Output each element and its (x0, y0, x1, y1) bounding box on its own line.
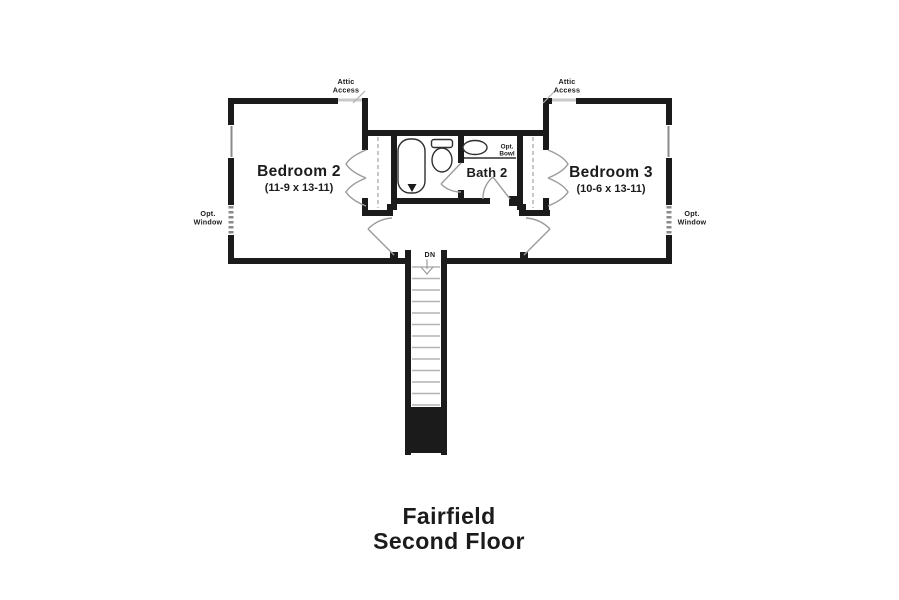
wall-segment (521, 210, 550, 216)
wall-segment (519, 204, 526, 216)
wall-segment (666, 158, 672, 205)
wall-segment (228, 258, 411, 264)
attic-access-label: Attic (559, 77, 576, 86)
room-name-bath2: Bath 2 (467, 165, 508, 180)
door-swing-icon (482, 176, 494, 200)
bathtub-icon (397, 138, 426, 194)
wall-segment (362, 130, 549, 136)
attic-access-label: Access (333, 86, 359, 95)
wall-segment (458, 190, 464, 204)
plan-title-line2: Second Floor (373, 528, 525, 554)
attic-opening-icon (338, 98, 362, 102)
wall-segment (543, 98, 552, 104)
attic-ticks (352, 90, 556, 104)
room-dims-bedroom2: (11-9 x 13-11) (265, 182, 334, 194)
stairs-dn-label: DN (424, 252, 435, 259)
attic-tick-icon (542, 90, 556, 104)
wall-segment (441, 258, 672, 264)
attic-opening-icon (552, 98, 576, 102)
stair-treads (412, 266, 440, 406)
door-swing-icon (367, 217, 393, 230)
wall-segment (666, 98, 672, 125)
wall-segment (362, 98, 368, 150)
doors (345, 149, 569, 256)
door-swing-icon (525, 217, 551, 230)
tub-drain-icon (407, 184, 417, 192)
wall-segment (458, 130, 464, 163)
room-dims-bedroom3: (10-6 x 13-11) (576, 183, 645, 195)
wall-segment (666, 235, 672, 264)
stair-landing (405, 407, 447, 453)
door-leaf (440, 162, 462, 185)
opt-bowl-label: Opt. (501, 144, 514, 151)
wall-segment (228, 98, 338, 104)
opt-window-label: Window (678, 218, 707, 227)
door-leaf (492, 176, 511, 200)
stair-wall (405, 258, 411, 455)
door-swing-icon (440, 183, 462, 193)
attic-openings (338, 98, 576, 102)
stair-direction-arrow (420, 259, 434, 275)
door-leaf (523, 228, 551, 256)
wall-segment (509, 196, 517, 206)
down-arrow-icon (420, 266, 434, 275)
toilet-tank-icon (430, 138, 454, 149)
opt-window-label: Opt. (684, 209, 699, 218)
wall-segment (228, 98, 234, 125)
toilet-bowl-icon (431, 147, 453, 173)
wall-segment (441, 250, 447, 258)
wall-segment (228, 158, 234, 205)
wall-segment (391, 130, 397, 210)
wall-segment (543, 198, 549, 216)
wall-segment (228, 235, 234, 264)
closet-rods (377, 137, 534, 208)
sink-icon (462, 139, 488, 156)
wall-segment (517, 130, 523, 210)
opt-bowl-label: Bowl (499, 151, 514, 158)
opt-window-label: Opt. (200, 209, 215, 218)
attic-tick-icon (352, 90, 366, 104)
labels: Attic Access Attic Access Opt. Window Op… (194, 77, 707, 554)
plan-title-line1: Fairfield (402, 503, 495, 529)
windows (228, 126, 672, 234)
bifold-door-icon (547, 149, 569, 207)
wall-segment (391, 198, 490, 204)
wall-segment (405, 250, 411, 258)
door-leaf (367, 228, 395, 256)
wall-segment (576, 98, 672, 104)
wall-segment (362, 210, 393, 216)
room-name-bedroom3: Bedroom 3 (569, 164, 653, 181)
wall-segment (362, 198, 368, 216)
stair-wall (441, 258, 447, 455)
attic-access-label: Access (554, 86, 580, 95)
fixtures (397, 138, 516, 194)
walls (228, 98, 672, 455)
wall-segment (387, 204, 393, 216)
bifold-door-icon (345, 149, 367, 207)
attic-access-label: Attic (338, 77, 355, 86)
wall-segment (543, 98, 549, 150)
room-name-bedroom2: Bedroom 2 (257, 163, 341, 180)
opt-window-label: Window (194, 218, 223, 227)
